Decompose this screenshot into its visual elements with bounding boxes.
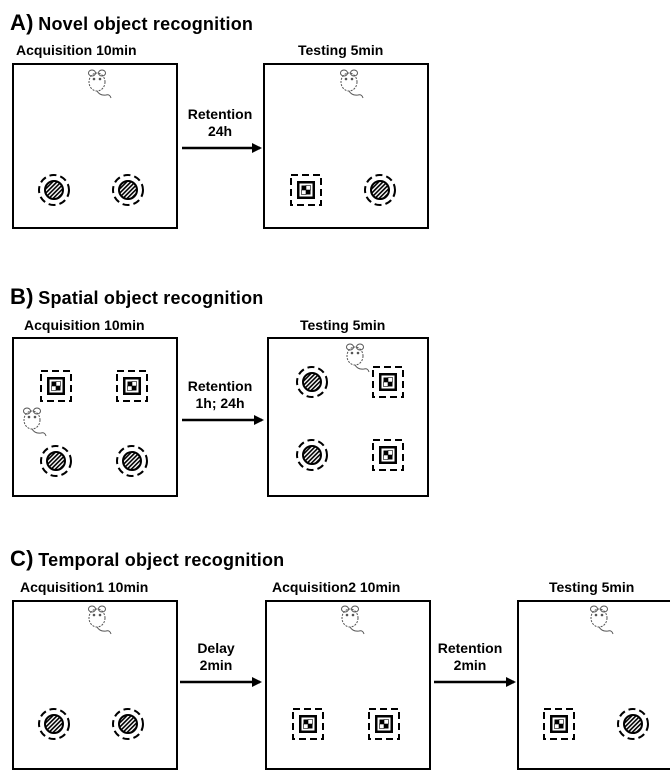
checker-square-object-icon [370, 437, 406, 473]
arrow-label-line2: 1h; 24h [195, 395, 245, 411]
mouse-icon [80, 67, 114, 101]
striped-circle-object-icon [36, 706, 72, 742]
section-a-acquisition-label: Acquisition 10min [16, 42, 137, 58]
section-c-heading: Temporal object recognition [38, 550, 285, 570]
arrow-label-line2: 2min [199, 657, 233, 673]
section-b-letter: B) [10, 284, 34, 309]
mouse-icon [582, 603, 616, 637]
section-a-acquisition-arena [12, 63, 178, 229]
arrow-label-line2: 24h [207, 123, 233, 139]
section-c-acquisition2-arena [265, 600, 431, 770]
checker-square-object-icon [288, 172, 324, 208]
section-c-testing-label: Testing 5min [549, 579, 635, 595]
section-c-acquisition1-arena [12, 600, 178, 770]
mouse-icon [332, 67, 366, 101]
section-b-testing-label: Testing 5min [300, 317, 386, 333]
striped-circle-object-icon [362, 172, 398, 208]
striped-circle-object-icon [36, 172, 72, 208]
mouse-icon [333, 603, 367, 637]
striped-circle-object-icon [615, 706, 651, 742]
section-c-acquisition1-label: Acquisition1 10min [20, 579, 149, 595]
section-c-acquisition2-label: Acquisition2 10min [272, 579, 401, 595]
section-c-delay-label: Delay 2min [176, 640, 256, 674]
section-b-acquisition-arena [12, 337, 178, 497]
section-b-retention-label: Retention 1h; 24h [180, 378, 260, 412]
section-a-title: A) Novel object recognition [10, 10, 253, 36]
mouse-icon [80, 603, 114, 637]
striped-circle-object-icon [110, 172, 146, 208]
section-a-heading: Novel object recognition [38, 14, 254, 34]
retention-arrow [182, 143, 262, 153]
checker-square-object-icon [541, 706, 577, 742]
section-b-heading: Spatial object recognition [38, 288, 264, 308]
checker-square-object-icon [366, 706, 402, 742]
section-b-acquisition-label: Acquisition 10min [24, 317, 145, 333]
section-c-retention-label: Retention 2min [430, 640, 510, 674]
section-a-testing-label: Testing 5min [298, 42, 384, 58]
mouse-icon [338, 341, 372, 375]
arrow-label-line1: Retention [187, 378, 253, 394]
striped-circle-object-icon [38, 443, 74, 479]
checker-square-object-icon [370, 364, 406, 400]
delay-arrow [180, 677, 262, 687]
retention-arrow [434, 677, 516, 687]
arrow-label-line1: Delay [197, 640, 235, 656]
checker-square-object-icon [38, 368, 74, 404]
checker-square-object-icon [114, 368, 150, 404]
striped-circle-object-icon [114, 443, 150, 479]
section-b-title: B) Spatial object recognition [10, 284, 264, 310]
section-a-retention-label: Retention 24h [180, 106, 260, 140]
arrow-label-line1: Retention [187, 106, 253, 122]
section-a-letter: A) [10, 10, 34, 35]
arrow-label-line1: Retention [437, 640, 503, 656]
mouse-icon [15, 405, 49, 439]
section-c-letter: C) [10, 546, 34, 571]
arrow-label-line2: 2min [453, 657, 487, 673]
section-c-title: C) Temporal object recognition [10, 546, 284, 572]
retention-arrow [182, 415, 264, 425]
striped-circle-object-icon [110, 706, 146, 742]
checker-square-object-icon [290, 706, 326, 742]
striped-circle-object-icon [294, 437, 330, 473]
striped-circle-object-icon [294, 364, 330, 400]
